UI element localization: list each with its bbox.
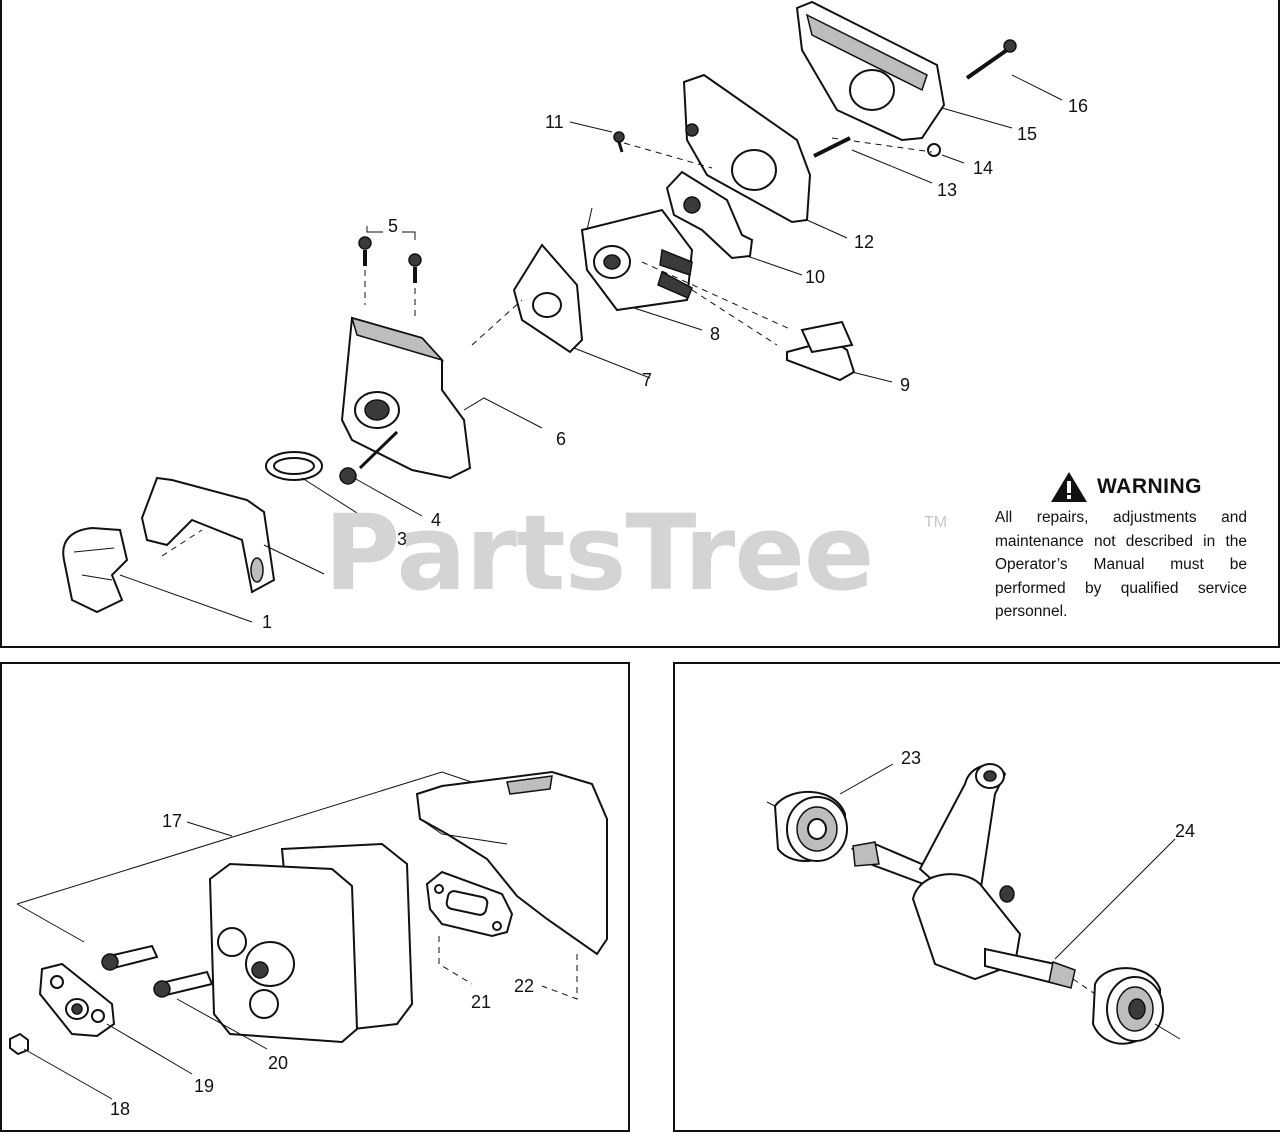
callout-24: 24: [1175, 821, 1195, 841]
crankshaft-assembly-panel: 23 24: [673, 662, 1280, 1132]
part-5-screws: [358, 236, 422, 320]
callout-2: 2: [338, 566, 348, 586]
callout-4: 4: [431, 510, 441, 530]
warning-triangle-icon: [1051, 472, 1087, 502]
watermark-trademark: TM: [924, 514, 948, 531]
callout-3: 3: [397, 529, 407, 549]
part-15-filter-cover: [795, 0, 946, 142]
watermark-text: PartsTree: [324, 492, 874, 614]
callout-18: 18: [110, 1099, 130, 1119]
part-13-stud: [813, 136, 851, 158]
part-16-bolt: [965, 39, 1017, 80]
part-19-flange: [38, 962, 116, 1038]
callout-23: 23: [901, 748, 921, 768]
part-9-choke-lever: [786, 320, 856, 382]
callout-21: 21: [471, 992, 491, 1012]
part-10-bracket: [665, 170, 754, 260]
part-1-intake-elbow: [62, 526, 129, 614]
muffler-assembly-panel: 17 18 19 20 21 22: [0, 662, 630, 1132]
part-18-nut: [9, 1032, 29, 1056]
callout-1: 1: [262, 612, 272, 632]
callout-5: 5: [388, 216, 398, 236]
part-2-bracket: [140, 476, 276, 594]
callout-9: 9: [900, 375, 910, 395]
warning-body: All repairs, adjustments and maintenance…: [995, 509, 1247, 620]
part-21-gasket: [425, 870, 514, 938]
part-12-filter-base: [682, 73, 812, 224]
carburetor-assembly-panel: 1 2 3 4 5 6 7 8 9 10 11 12 13 14 15 16 P…: [0, 0, 1280, 648]
callout-10: 10: [805, 267, 825, 287]
callout-6: 6: [556, 429, 566, 449]
callout-20: 20: [268, 1053, 288, 1073]
part-3-o-ring: [265, 451, 323, 481]
part-20-bolts: [101, 944, 214, 998]
part-8-carburetor: [580, 207, 694, 312]
muffler-exploded-view: 17 18 19 20 21 22: [9, 770, 608, 1119]
callout-15: 15: [1017, 124, 1037, 144]
callout-19: 19: [194, 1076, 214, 1096]
carburetor-exploded-view: 1 2 3 4 5 6 7 8 9 10 11 12 13 14 15 16: [62, 0, 1088, 632]
callout-17: 17: [162, 811, 182, 831]
callout-16: 16: [1068, 96, 1088, 116]
part-23-bearing-2: [1091, 967, 1164, 1045]
part-6-intake-housing: [340, 316, 472, 480]
callout-22: 22: [514, 976, 534, 996]
callout-11: 11: [545, 112, 564, 132]
callout-7: 7: [642, 370, 652, 390]
part-11-screw: [613, 131, 625, 153]
part-17-muffler: [208, 842, 414, 1044]
part-24-crankshaft: [850, 763, 1076, 989]
warning-title: WARNING: [1097, 475, 1202, 498]
part-22-heat-shield: [415, 770, 608, 956]
part-7-gasket: [512, 243, 584, 354]
part-23-bearing: [766, 791, 848, 862]
callout-8: 8: [710, 324, 720, 344]
callout-12: 12: [854, 232, 874, 252]
callout-13: 13: [937, 180, 957, 200]
crankshaft-exploded-view: 23 24: [766, 748, 1195, 1045]
part-14-nut: [927, 143, 941, 157]
part-4-nut: [339, 467, 357, 485]
warning-box: WARNING All repairs, adjustments and mai…: [995, 470, 1247, 624]
callout-14: 14: [973, 158, 993, 178]
